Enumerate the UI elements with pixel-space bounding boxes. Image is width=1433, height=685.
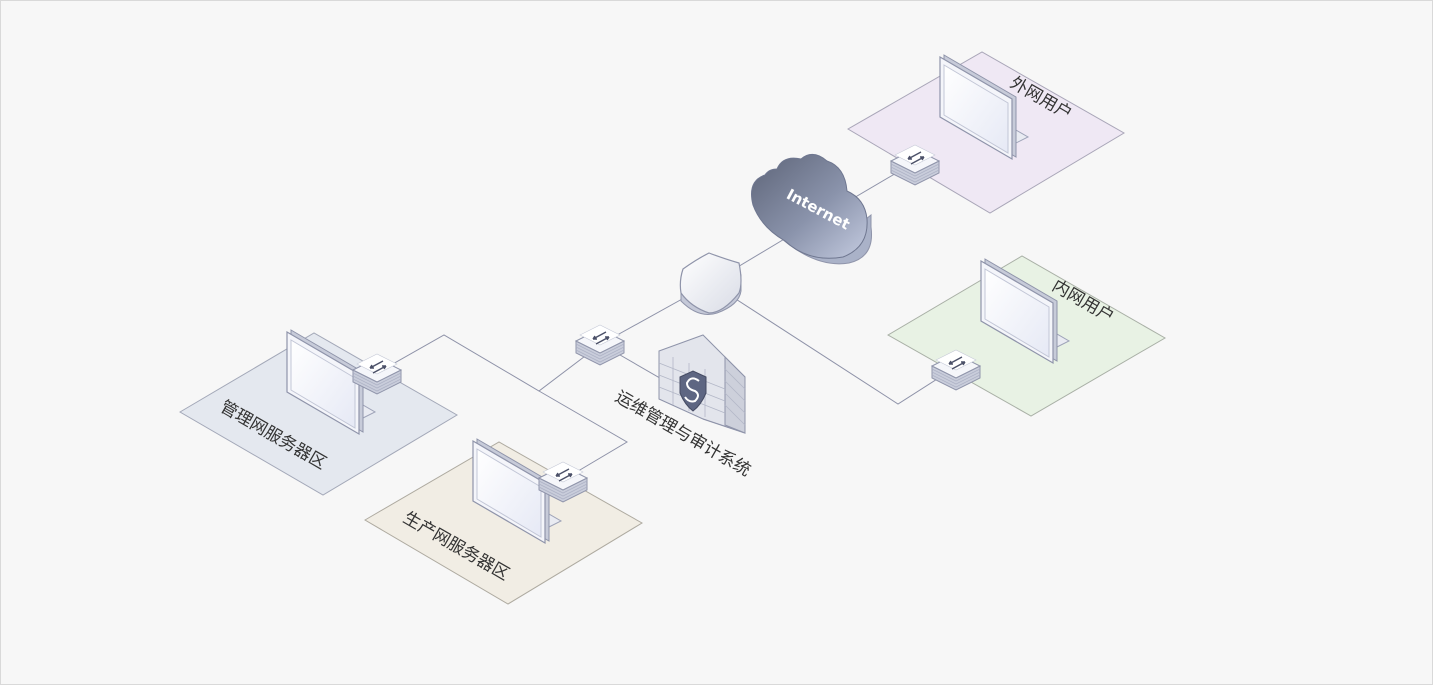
zone-prod-servers — [364, 441, 643, 605]
zone-mgmt-servers — [179, 332, 458, 496]
firewall-shield-icon — [679, 252, 742, 315]
core-switch-icon — [575, 324, 625, 366]
brick-wall-shield-icon — [658, 334, 746, 434]
cloud-icon: Internet — [751, 154, 873, 265]
